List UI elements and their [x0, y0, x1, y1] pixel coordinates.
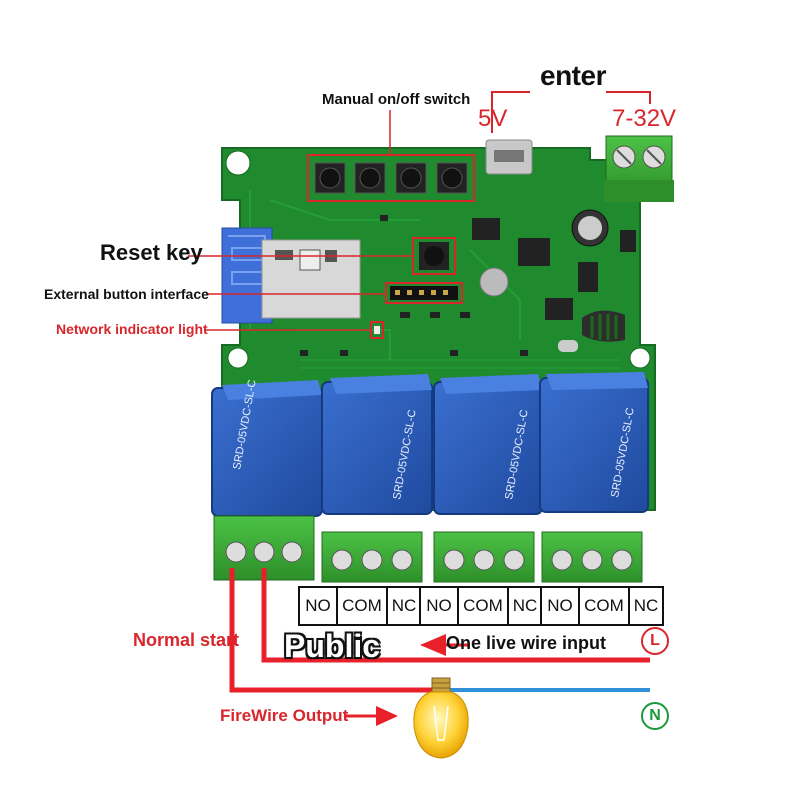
- network-light-label: Network indicator light: [56, 321, 208, 337]
- wifi-module: [221, 227, 361, 324]
- light-bulb-icon: [413, 677, 469, 759]
- terminal-block: [321, 531, 423, 583]
- live-wire-label: One live wire input: [446, 633, 607, 653]
- manual-switches: [307, 154, 475, 202]
- terminal-label-group: NO COM NC: [298, 586, 422, 626]
- firewire-output-label: FireWire Output: [220, 706, 349, 725]
- power-terminal: [604, 135, 674, 202]
- firewire-arrow: [376, 706, 398, 726]
- leader-lines: [188, 110, 413, 331]
- enter-label: enter: [540, 60, 606, 91]
- terminal-nc-label: NC: [512, 596, 538, 615]
- neutral-symbol: N: [641, 702, 669, 730]
- voltage-7-32v-label: 7-32V: [612, 105, 677, 132]
- relay: SRD-05VDC-SL-C: [433, 374, 543, 515]
- wiring: [222, 568, 650, 693]
- terminal-com-label: COM: [459, 588, 509, 624]
- terminal-no-label: NO: [300, 588, 338, 624]
- public-label: Public: [284, 628, 381, 664]
- terminal-nc-label: NC: [391, 596, 417, 615]
- reset-key: [412, 237, 456, 275]
- terminal-com-label: COM: [338, 588, 388, 624]
- relay: SRD-05VDC-SL-C: [321, 374, 433, 515]
- terminal-com-label: COM: [580, 588, 630, 624]
- terminal-label-group: NO COM NC: [540, 586, 664, 626]
- arrows: [346, 634, 470, 726]
- normal-start-label: Normal start: [133, 630, 240, 650]
- terminal-label-group: NO COM NC: [419, 586, 543, 626]
- manual-switch-label: Manual on/off switch: [322, 91, 471, 108]
- relays: SRD-05VDC-SL-C SRD-05VDC-SL-C SRD-05VDC-…: [211, 372, 649, 517]
- terminal-no-label: NO: [542, 588, 580, 624]
- usb-port: [485, 139, 533, 175]
- relay: SRD-05VDC-SL-C: [539, 372, 649, 513]
- board-components: [300, 209, 636, 356]
- power-annotation: [491, 91, 651, 133]
- voltage-5v-label: 5V: [478, 105, 508, 132]
- terminal-nc-label: NC: [633, 596, 659, 615]
- terminal-block: [433, 531, 535, 583]
- terminal-block: [541, 531, 643, 583]
- terminal-no-label: NO: [421, 588, 459, 624]
- live-symbol: L: [641, 627, 669, 655]
- reset-key-label: Reset key: [100, 240, 203, 265]
- terminal-blocks: [213, 515, 643, 583]
- external-button-label: External button interface: [44, 286, 209, 302]
- live-input-arrow: [420, 634, 446, 656]
- external-button-header: [385, 282, 463, 304]
- relay: SRD-05VDC-SL-C: [211, 379, 323, 517]
